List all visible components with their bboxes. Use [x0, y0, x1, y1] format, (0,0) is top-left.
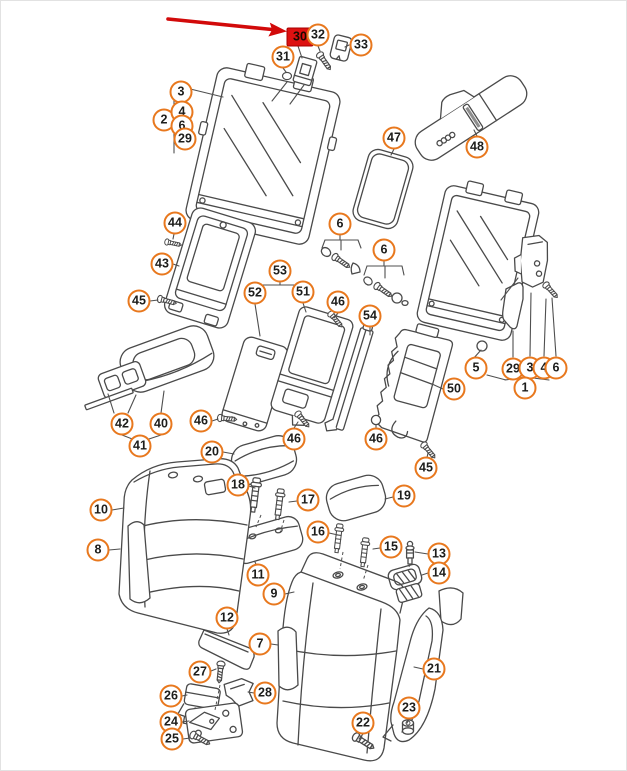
callout-27[interactable]: 27 [188, 660, 212, 684]
screw-44[interactable] [163, 237, 183, 249]
tray-42[interactable] [84, 360, 147, 411]
callout-21[interactable]: 21 [422, 657, 446, 681]
latch-frame-50[interactable] [371, 319, 456, 445]
callout-13[interactable]: 13 [427, 542, 451, 566]
callout-29[interactable]: 29 [173, 127, 197, 151]
bolster-stipple-8 [127, 521, 151, 604]
callout-6[interactable]: 6 [328, 212, 352, 236]
callout-31[interactable]: 31 [271, 45, 295, 69]
callout-43[interactable]: 43 [150, 252, 174, 276]
callout-46[interactable]: 46 [326, 290, 350, 314]
release-button-13[interactable] [405, 540, 415, 565]
corner-stipple [438, 587, 464, 626]
callout-47[interactable]: 47 [382, 126, 406, 150]
latch-bracket[interactable] [512, 233, 550, 288]
backrest-cushion-left[interactable] [118, 458, 252, 634]
highlight-arrow [166, 17, 287, 37]
gasket-47[interactable] [351, 147, 416, 231]
callout-50[interactable]: 50 [442, 377, 466, 401]
callout-40[interactable]: 40 [149, 412, 173, 436]
callout-8[interactable]: 8 [86, 538, 110, 562]
callout-41[interactable]: 41 [128, 434, 152, 458]
callout-44[interactable]: 44 [163, 211, 187, 235]
screw-27[interactable] [214, 660, 226, 684]
callout-45[interactable]: 45 [127, 289, 151, 313]
callout-46[interactable]: 46 [282, 427, 306, 451]
mount-plate-30[interactable] [292, 55, 318, 87]
callout-19[interactable]: 19 [392, 484, 416, 508]
callout-23[interactable]: 23 [397, 696, 421, 720]
callout-28[interactable]: 28 [253, 681, 277, 705]
callout-22[interactable]: 22 [351, 711, 375, 735]
sleeve-23[interactable] [401, 719, 415, 735]
callout-6[interactable]: 6 [544, 356, 568, 380]
nut-5[interactable] [476, 340, 488, 352]
cover-wedge-29[interactable] [502, 282, 524, 330]
guide-sleeve-16[interactable] [331, 522, 345, 554]
callout-17[interactable]: 17 [296, 488, 320, 512]
callout-7[interactable]: 7 [248, 632, 272, 656]
guide-sleeve-15[interactable] [357, 536, 371, 568]
callout-9[interactable]: 9 [262, 582, 286, 606]
callout-51[interactable]: 51 [291, 280, 315, 304]
washer-31[interactable] [281, 71, 293, 81]
callout-18[interactable]: 18 [226, 473, 250, 497]
loadthrough-lid-48[interactable] [402, 58, 532, 165]
callout-12[interactable]: 12 [215, 606, 239, 630]
callout-5[interactable]: 5 [464, 356, 488, 380]
center-cushion-11[interactable] [229, 514, 306, 566]
clip-33[interactable] [329, 34, 353, 62]
nut-46[interactable] [370, 414, 382, 426]
lock-24[interactable] [184, 702, 244, 744]
callout-46[interactable]: 46 [189, 409, 213, 433]
callout-26[interactable]: 26 [159, 684, 183, 708]
callout-20[interactable]: 20 [200, 440, 224, 464]
armrest-frame-43[interactable] [162, 206, 257, 330]
fastener-set-6-right[interactable] [361, 274, 409, 307]
callout-52[interactable]: 52 [243, 281, 267, 305]
callout-46[interactable]: 46 [364, 427, 388, 451]
callout-32[interactable]: 32 [306, 23, 330, 47]
callout-11[interactable]: 11 [246, 563, 270, 587]
bracket-28[interactable] [223, 678, 256, 708]
handle-cover-26[interactable] [176, 683, 221, 729]
callout-15[interactable]: 15 [379, 535, 403, 559]
callout-33[interactable]: 33 [349, 33, 373, 57]
callout-14[interactable]: 14 [427, 561, 451, 585]
callout-16[interactable]: 16 [306, 520, 330, 544]
callout-48[interactable]: 48 [465, 135, 489, 159]
fastener-set-6-left[interactable] [318, 245, 361, 275]
callout-25[interactable]: 25 [160, 727, 184, 751]
screw-4-6[interactable] [541, 280, 561, 301]
assembly-axes [214, 514, 411, 711]
callout-10[interactable]: 10 [89, 498, 113, 522]
guide-sleeve-17[interactable] [272, 487, 287, 521]
callout-45[interactable]: 45 [414, 456, 438, 480]
headrest-19[interactable] [323, 472, 389, 525]
callout-42[interactable]: 42 [110, 412, 134, 436]
callout-54[interactable]: 54 [358, 304, 382, 328]
callout-53[interactable]: 53 [268, 259, 292, 283]
bolster-stipple-7 [277, 626, 299, 691]
callout-6[interactable]: 6 [372, 238, 396, 262]
callout-1[interactable]: 1 [513, 376, 537, 400]
